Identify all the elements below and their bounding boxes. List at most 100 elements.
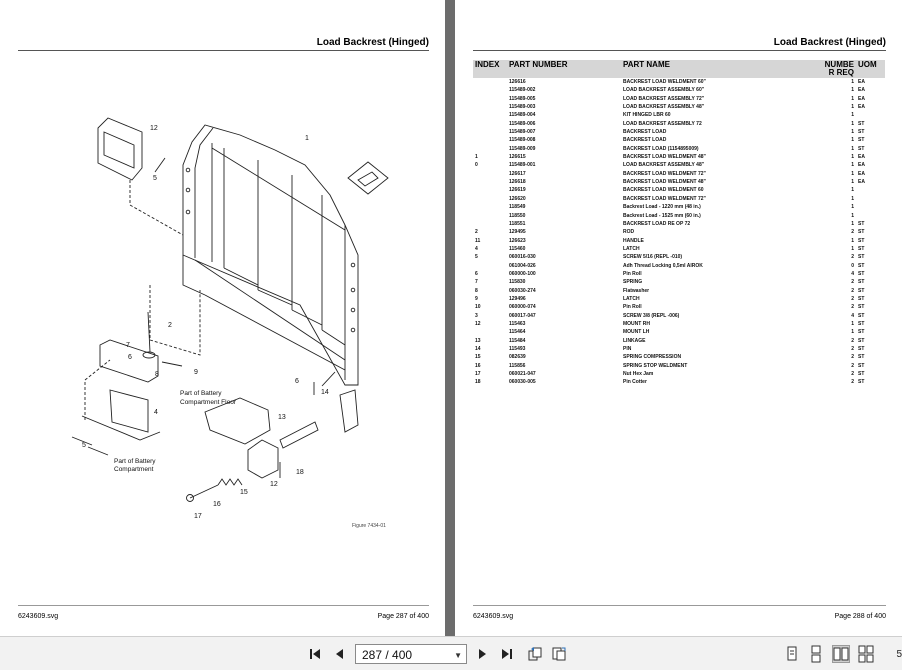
cell-part-number: 115464 [509, 329, 526, 336]
cell-index [473, 195, 507, 203]
cell-part-name: Flatwasher [623, 287, 650, 294]
first-page-icon[interactable] [306, 645, 324, 663]
cell-part-name: LOAD BACKREST ASSEMBLY 72 [623, 120, 702, 127]
cell-part-number: 115856 [509, 362, 526, 369]
prev-page-icon[interactable] [330, 645, 348, 663]
cell-part-number: 126616 [509, 79, 526, 85]
cell-uom: ST [858, 379, 865, 386]
cell-index: 16 [475, 362, 481, 369]
col-number-req-header: NUMBE R REQ [820, 60, 856, 78]
page-number-value: 287 / 400 [362, 648, 413, 662]
cell-number-req: 1 [851, 170, 854, 177]
cell-uom: ST [858, 304, 865, 311]
footer-rule [18, 605, 429, 606]
last-page-icon[interactable] [498, 645, 516, 663]
cell-part-name: SCREW 3/8 (REPL -006) [623, 312, 680, 319]
hinge-inset [347, 161, 389, 195]
next-page-icon[interactable] [474, 645, 492, 663]
cell-number-req: 2 [851, 304, 854, 311]
page-title: Load Backrest (Hinged) [316, 37, 429, 48]
cell-index [473, 86, 507, 94]
cell-part-name: Pin Cotter [623, 379, 647, 386]
cell-part-name: MOUNT RH [623, 320, 650, 327]
cell-number-req: 1 [851, 320, 854, 327]
cell-part-number: 115489-007 [509, 129, 536, 136]
number-req-line1: NUMBE [824, 60, 854, 69]
cell-part-name: Adh Thread Locking 0,5ml AIROK [623, 262, 703, 269]
cell-uom: ST [858, 120, 865, 127]
cell-number-req: 1 [851, 154, 854, 161]
cell-part-name: LOAD BACKREST ASSEMBLY 72" [623, 95, 705, 102]
cell-uom: ST [858, 229, 865, 236]
cell-index: 2 [475, 229, 478, 236]
cell-uom: ST [858, 137, 865, 144]
cell-uom: ST [858, 295, 865, 302]
right-page: Load Backrest (Hinged) INDEX PART NUMBER… [455, 0, 902, 636]
cell-part-name: KIT HINGED LBR 60 [623, 112, 671, 119]
cell-part-number: 115463 [509, 320, 526, 327]
callout-14: 14 [321, 389, 329, 396]
cell-uom: ST [858, 270, 865, 277]
view-two-page-icon[interactable] [832, 645, 850, 663]
figure-label: Figure 7434-01 [352, 523, 386, 529]
view-continuous-icon[interactable] [807, 645, 825, 663]
cell-number-req: 1 [851, 212, 854, 219]
cell-number-req: 1 [851, 195, 854, 202]
cell-index [473, 95, 507, 103]
cell-part-number: 060030-005 [509, 379, 536, 386]
callout-11: 12 [150, 125, 158, 132]
cell-uom: ST [858, 237, 865, 244]
cell-uom: ST [858, 346, 865, 352]
rotate-icon[interactable] [526, 645, 544, 663]
cell-part-name: MOUNT LH [623, 329, 650, 336]
col-uom-header: UOM [856, 60, 885, 78]
cell-part-name: BACKREST LOAD WELDMENT 48" [623, 179, 706, 186]
cell-uom [856, 186, 885, 194]
cell-uom: ST [858, 354, 865, 361]
cell-part-name: BACKREST LOAD [623, 137, 667, 144]
cell-index: 17 [475, 371, 481, 378]
view-single-icon[interactable] [783, 645, 801, 663]
cell-part-number: 115493 [509, 346, 526, 352]
cell-part-name: SPRING [623, 279, 643, 286]
cell-part-number: 129495 [509, 229, 526, 236]
cell-uom [856, 111, 885, 119]
cell-number-req: 1 [851, 162, 854, 169]
page-title: Load Backrest (Hinged) [773, 37, 886, 48]
cell-part-number: 115489-005 [509, 95, 536, 102]
note-floor-2: Compartment Floor [180, 399, 237, 406]
view-two-page-continuous-icon[interactable] [857, 645, 875, 663]
cell-part-number: 060030-274 [509, 287, 536, 294]
fit-page-icon[interactable] [550, 645, 568, 663]
page-number-select[interactable]: 287 / 400 ▼ [355, 644, 467, 664]
callout-16: 16 [213, 501, 221, 508]
parts-table: INDEX PART NUMBER PART NAME NUMBE R REQ … [473, 60, 885, 387]
cell-uom: EA [858, 179, 865, 186]
callout-1: 1 [305, 135, 309, 142]
cell-uom: ST [858, 287, 865, 294]
cell-part-number: 118551 [509, 220, 526, 227]
cell-part-number: 126623 [509, 237, 526, 244]
cell-index: 15 [475, 354, 481, 361]
cell-uom: EA [858, 104, 865, 111]
cell-index: 0 [475, 162, 478, 169]
cell-number-req: 1 [851, 204, 854, 211]
cell-index: 3 [475, 312, 478, 319]
cell-index [473, 262, 507, 270]
cell-number-req: 1 [851, 145, 854, 152]
cell-index: 8 [475, 287, 478, 294]
footer-file: 6243609.svg [18, 613, 59, 620]
cell-number-req: 2 [851, 379, 854, 386]
